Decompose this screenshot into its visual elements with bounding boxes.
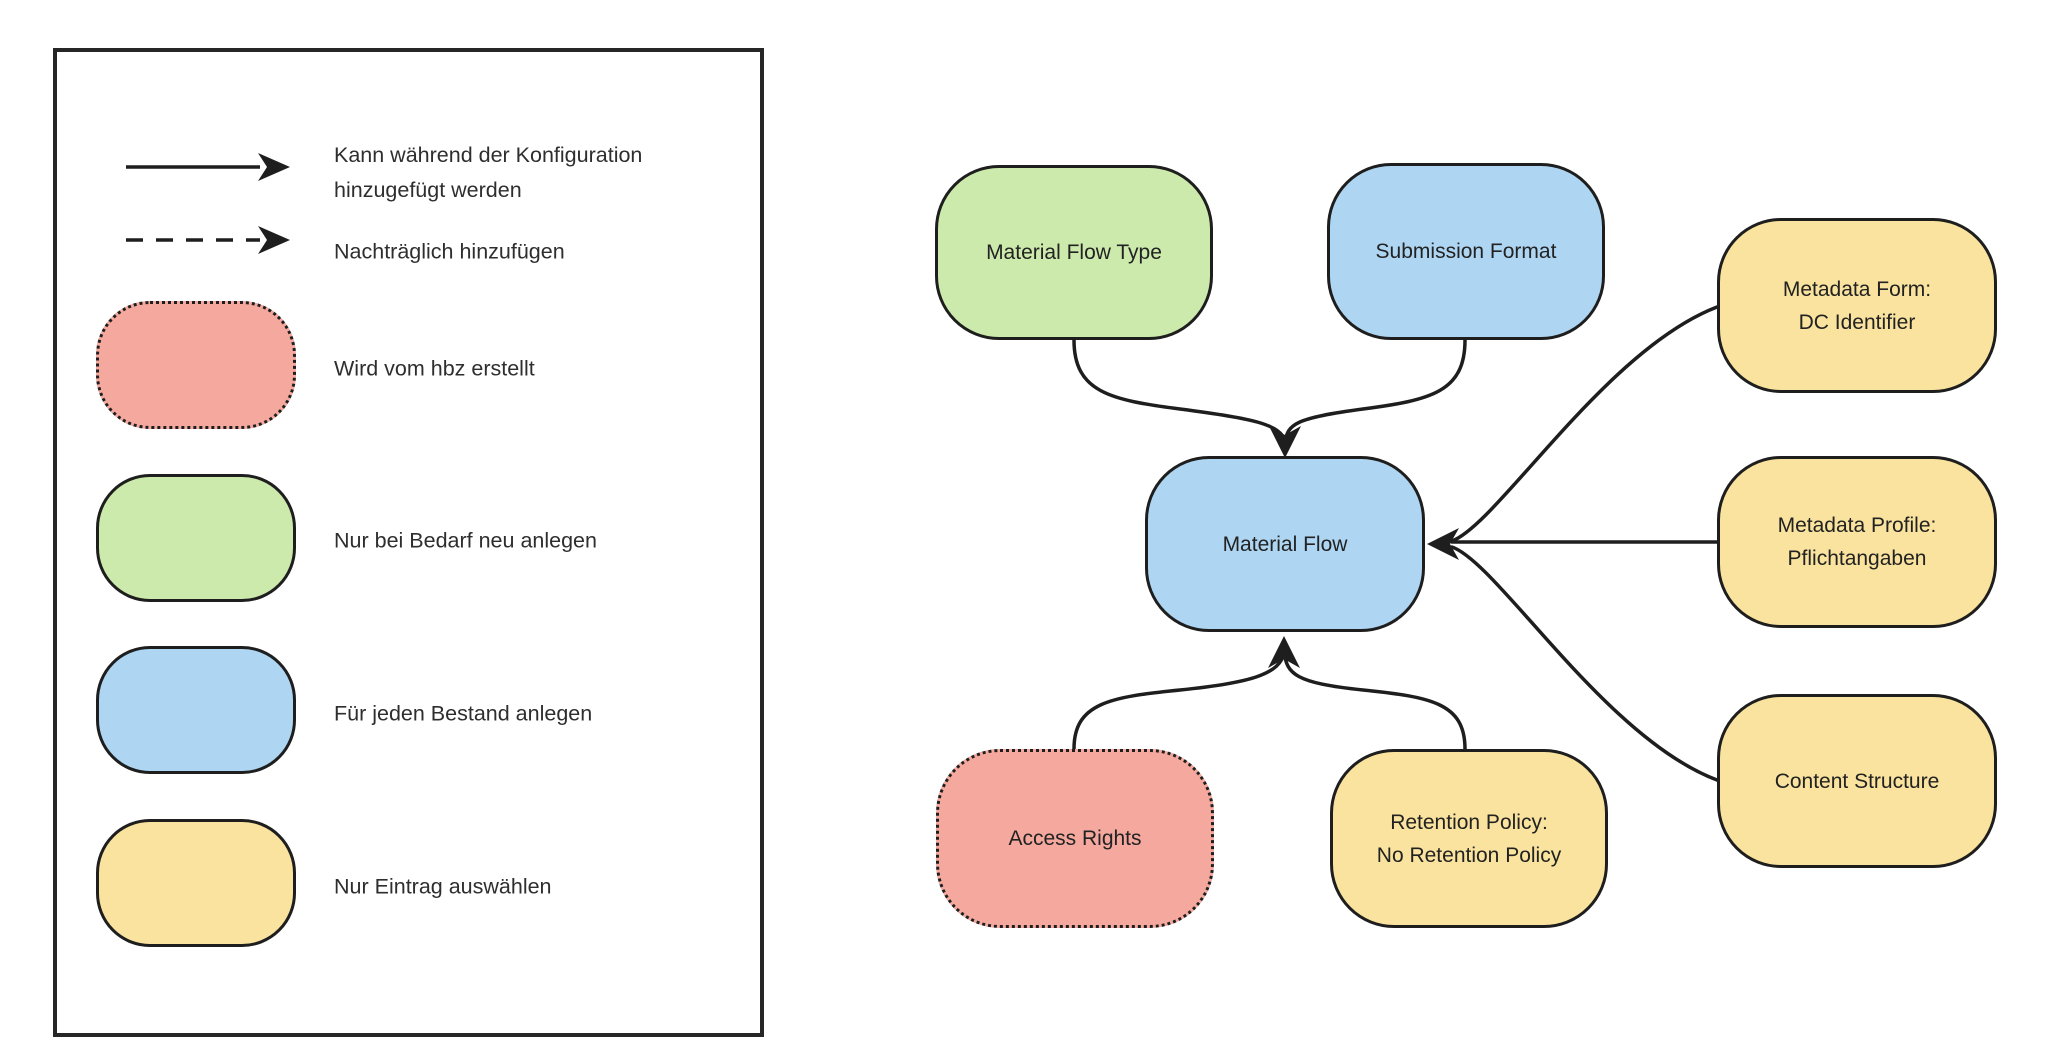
arrowhead-top (1269, 426, 1301, 458)
legend-label-bestand: Für jeden Bestand anlegen (334, 701, 593, 726)
yellow-swatch (96, 819, 296, 947)
node-label: Metadata Profile: Pflichtangaben (1777, 514, 1937, 570)
node-label: Metadata Form: DC Identifier (1782, 277, 1932, 334)
legend-label-hbz: Wird vom hbz erstellt (334, 356, 535, 381)
node-access-rights: Access Rights (936, 749, 1214, 928)
dashed-arrow-icon (126, 226, 290, 254)
green-swatch (96, 474, 296, 602)
node-retention-policy: Retention Policy: No Retention Policy (1330, 749, 1608, 928)
node-label: Access Rights (1008, 827, 1142, 850)
legend-label-dashed-arrow: Nachträglich hinzufügen (334, 239, 565, 264)
node-label: Submission Format (1375, 240, 1557, 263)
legend-box: Kann während der Konfiguration hinzugefü… (53, 48, 764, 1037)
arrowhead-right (1427, 528, 1459, 560)
legend-label-bedarf: Nur bei Bedarf neu anlegen (334, 528, 597, 553)
edge-material-flow-type (1072, 338, 1287, 444)
legend-label-eintrag: Nur Eintrag auswählen (334, 874, 552, 899)
edge-retention-policy (1282, 650, 1467, 751)
edge-access-rights (1072, 650, 1286, 751)
node-label: Material Flow Type (986, 241, 1162, 264)
legend-label-solid-arrow: Kann während der Konfiguration hinzugefü… (334, 143, 643, 202)
red-dotted-swatch (96, 301, 296, 429)
node-label: Content Structure (1774, 769, 1940, 793)
solid-arrow-icon (126, 153, 290, 181)
node-metadata-profile: Metadata Profile: Pflichtangaben (1717, 456, 1997, 628)
edge-content-structure (1450, 545, 1719, 782)
edge-metadata-form (1450, 305, 1719, 543)
arrowhead-bottom (1268, 636, 1300, 668)
node-label: Retention Policy: No Retention Policy (1376, 810, 1562, 867)
node-content-structure: Content Structure (1717, 694, 1997, 868)
node-label: Material Flow (1222, 532, 1348, 556)
node-material-flow-type: Material Flow Type (935, 165, 1213, 340)
node-submission-format: Submission Format (1327, 163, 1605, 340)
edge-submission-format (1283, 338, 1467, 444)
blue-swatch (96, 646, 296, 774)
node-material-flow: Material Flow (1145, 456, 1425, 632)
node-metadata-form: Metadata Form: DC Identifier (1717, 218, 1997, 393)
